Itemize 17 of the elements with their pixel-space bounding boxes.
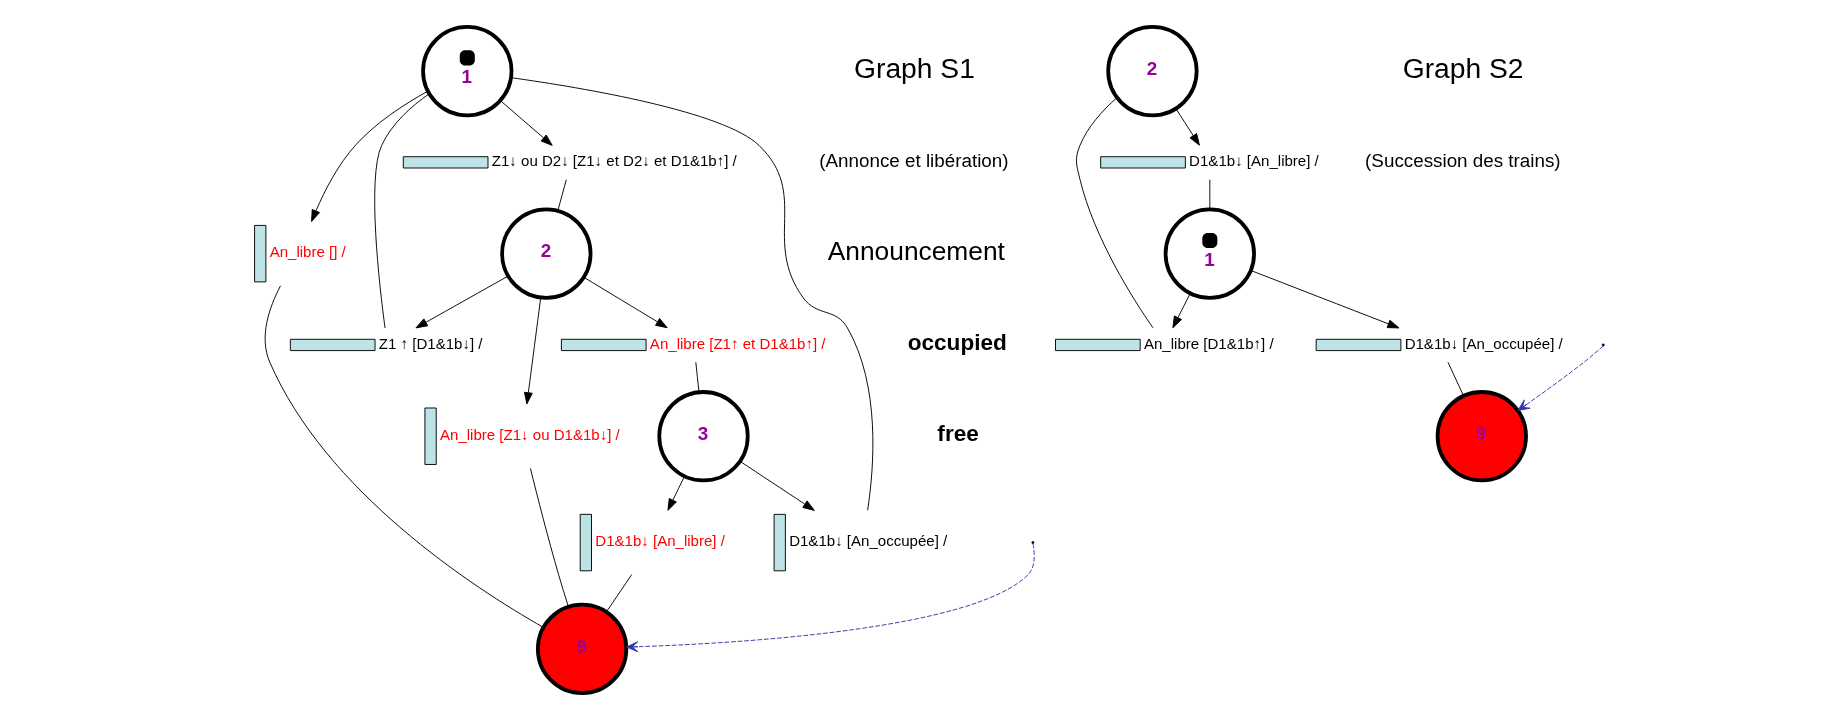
label: occupied	[907, 329, 1007, 355]
node-label: An_libre [Z1↑ et D1&1b↑] /	[649, 334, 825, 352]
node-label: Z1 ↑ [D1&1b↓] /	[378, 334, 483, 352]
label: Announcement	[827, 236, 1005, 267]
node-label: Z1↓ ou D2↓ [Z1↓ et D2↓ et D1&1b↑] /	[491, 151, 737, 169]
node-label: D1&1b↓ [An_libre] /	[1188, 151, 1319, 169]
node-label: An_libre [Z1↓ ou D1&1b↓] /	[439, 425, 620, 443]
label: (Succession des trains)	[1364, 150, 1561, 172]
label: Graph S2	[1402, 52, 1524, 85]
node-label: An_libre [D1&1b↑] /	[1143, 334, 1274, 352]
node-label: An_libre [] /	[269, 243, 346, 261]
label: Graph S1	[853, 52, 975, 85]
node-label: D1&1b↓ [An_occupée] /	[788, 532, 947, 550]
node-label: D1&1b↓ [An_occupée] /	[1404, 334, 1563, 352]
node-label: D1&1b↓ [An_libre] /	[594, 532, 725, 550]
label: (Annonce et libération)	[818, 150, 1009, 172]
label: free	[936, 421, 979, 447]
